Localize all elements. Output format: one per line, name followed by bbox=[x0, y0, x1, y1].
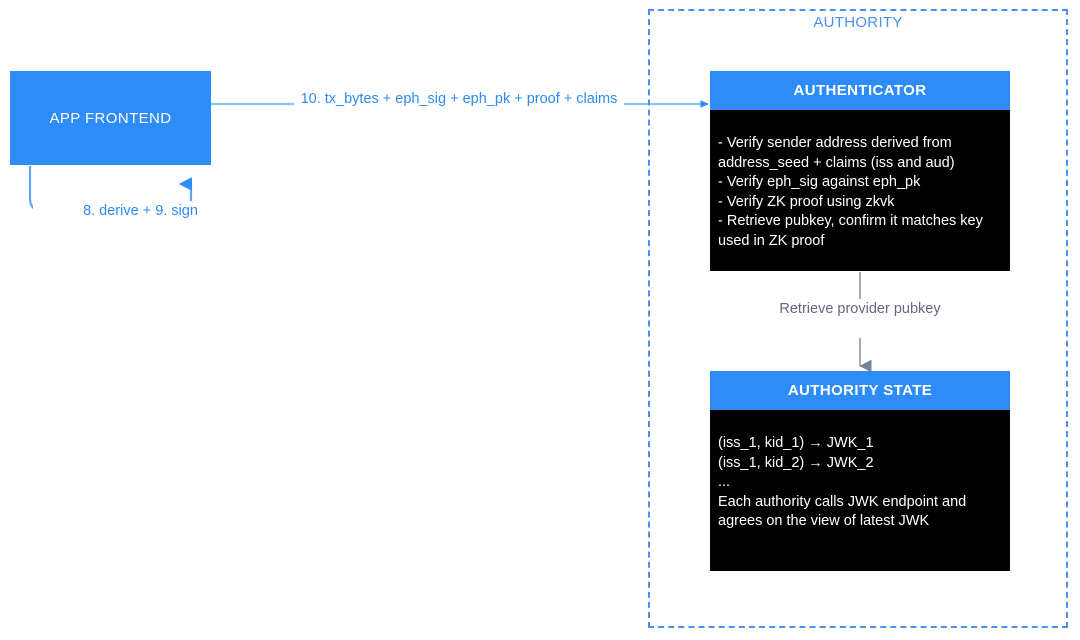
edge-label-retrieve-provider-pubkey: Retrieve provider pubkey bbox=[770, 299, 950, 319]
node-authenticator-body: - Verify sender address derived from add… bbox=[710, 110, 1010, 271]
authority-group-boundary bbox=[648, 9, 1068, 628]
edge-label-derive-sign: 8. derive + 9. sign bbox=[33, 201, 248, 221]
node-authenticator-header: AUTHENTICATOR bbox=[710, 71, 1010, 110]
node-app-frontend[interactable]: APP FRONTEND bbox=[10, 71, 211, 165]
node-app-frontend-label: APP FRONTEND bbox=[49, 109, 172, 127]
node-authority-state[interactable]: AUTHORITY STATE (iss_1, kid_1) → JWK_1 (… bbox=[710, 371, 1010, 571]
node-authority-state-body: (iss_1, kid_1) → JWK_1 (iss_1, kid_2) → … bbox=[710, 410, 1010, 571]
edge-label-tx-bytes: 10. tx_bytes + eph_sig + eph_pk + proof … bbox=[294, 89, 624, 109]
node-authenticator[interactable]: AUTHENTICATOR - Verify sender address de… bbox=[710, 71, 1010, 271]
node-authority-state-header: AUTHORITY STATE bbox=[710, 371, 1010, 410]
authority-group-label: AUTHORITY bbox=[813, 14, 903, 31]
